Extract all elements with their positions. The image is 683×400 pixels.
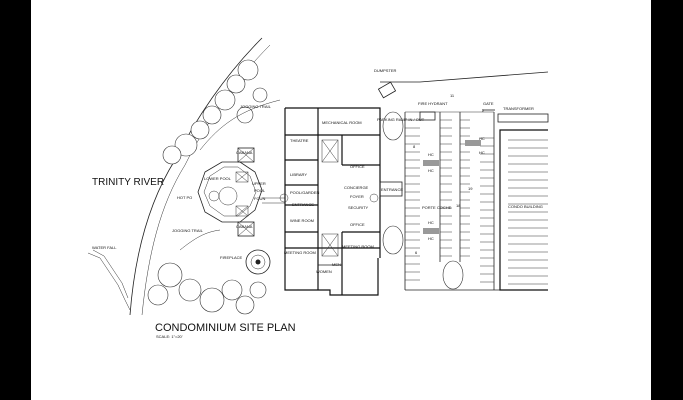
hc-label-6: HC [479, 150, 485, 155]
porte-cochere-label: PORTE COCHE [422, 205, 452, 210]
main-building [279, 107, 381, 296]
concierge-label: CONCIERGE [344, 185, 369, 190]
jogging-trail-top-label: JOGGING TRAIL [240, 104, 272, 109]
hc-stall-hatch-1 [423, 160, 439, 166]
trees-north [162, 59, 268, 165]
jogging-trail-bottom-label: JOGGING TRAIL [172, 228, 204, 233]
parking-stalls [405, 119, 548, 285]
stall-count-8: 8 [413, 144, 416, 149]
gate-label: GATE [483, 101, 494, 106]
drawing-sheet [31, 0, 651, 400]
upper-pool-label-2: POOL [254, 188, 266, 193]
lower-pool-label: LOWER POOL [204, 176, 232, 181]
river-label: TRINITY RIVER [92, 177, 164, 188]
entrance-connector [379, 181, 403, 197]
water-fall-stream [87, 252, 131, 311]
hc-stall-hatch-3 [465, 140, 481, 146]
meeting-room-left-label: MEETING ROOM [284, 250, 316, 255]
condo-building-label: CONDO BUILDING [508, 204, 543, 209]
transformer-label: TRANSFORMER [503, 106, 534, 111]
hc-label-3: HC [428, 220, 434, 225]
office-top-label: OFFICE [350, 164, 365, 169]
fireplace-label: FIREPLACE [220, 255, 243, 260]
plan-title: CONDOMINIUM SITE PLAN [155, 322, 296, 334]
trees-south [147, 262, 267, 315]
entrance-left-label: ENTRANCE [292, 202, 314, 207]
parking-lot [380, 71, 549, 291]
plan-scale: SCALE: 1"=20' [156, 334, 183, 339]
stall-count-19: 19 [468, 186, 473, 191]
condo-building-outline [499, 129, 548, 291]
pool-deck [197, 161, 263, 223]
parking-ramp-label: PARKING RAMP IN / OUT [377, 117, 425, 122]
cabana-bottom-label: CABANA [236, 224, 253, 229]
theatre-label: THEATRE [290, 138, 309, 143]
upper-pool-label: UPPER [252, 181, 266, 186]
cabana-bottom-box [237, 221, 255, 237]
mechanical-room-label: MECHANICAL ROOM [322, 120, 362, 125]
hc-label-1: HC [428, 152, 434, 157]
cabana-top-box [237, 147, 255, 163]
stall-count-18: 18 [456, 203, 461, 208]
trees-parking [382, 111, 464, 290]
entrance-right-label: ENTRANCE [381, 187, 403, 192]
women-label: WOMEN [316, 269, 332, 274]
stall-count-11: 11 [450, 93, 455, 98]
security-label: SECURITY [348, 205, 369, 210]
men-label: MEN [332, 262, 341, 267]
dumpster-box [377, 81, 397, 99]
jogging-trail-top [199, 99, 281, 151]
office-bottom-label: OFFICE [350, 222, 365, 227]
fireplace-circle [245, 249, 271, 275]
pool-garden-label: POOL/GARDEN [290, 190, 319, 195]
transformer-box [497, 113, 549, 123]
hc-stall-hatch-2 [423, 228, 439, 234]
water-fall-label: WATER FALL [92, 245, 117, 250]
meeting-room-right-label: MEETING ROOM [342, 244, 374, 249]
dumpster-label: DUMPSTER [374, 68, 397, 73]
foyer-label: FOYER [350, 194, 364, 199]
library-label: LIBRARY [290, 172, 307, 177]
jogging-trail-bottom [179, 229, 221, 251]
hc-label-4: HC [428, 236, 434, 241]
hc-label-2: HC [428, 168, 434, 173]
cabana-top-label: CABANA [236, 150, 253, 155]
fountain-label: FOUN [254, 196, 265, 201]
hc-label-5: HC [479, 136, 485, 141]
stall-count-6: 6 [415, 250, 418, 255]
wine-room-label: WINE ROOM [290, 218, 314, 223]
fire-hydrant-label: FIRE HYDRANT [418, 101, 448, 106]
stall-count-2: 2 [482, 108, 485, 113]
hot-pool-label: HOT PO [177, 195, 192, 200]
